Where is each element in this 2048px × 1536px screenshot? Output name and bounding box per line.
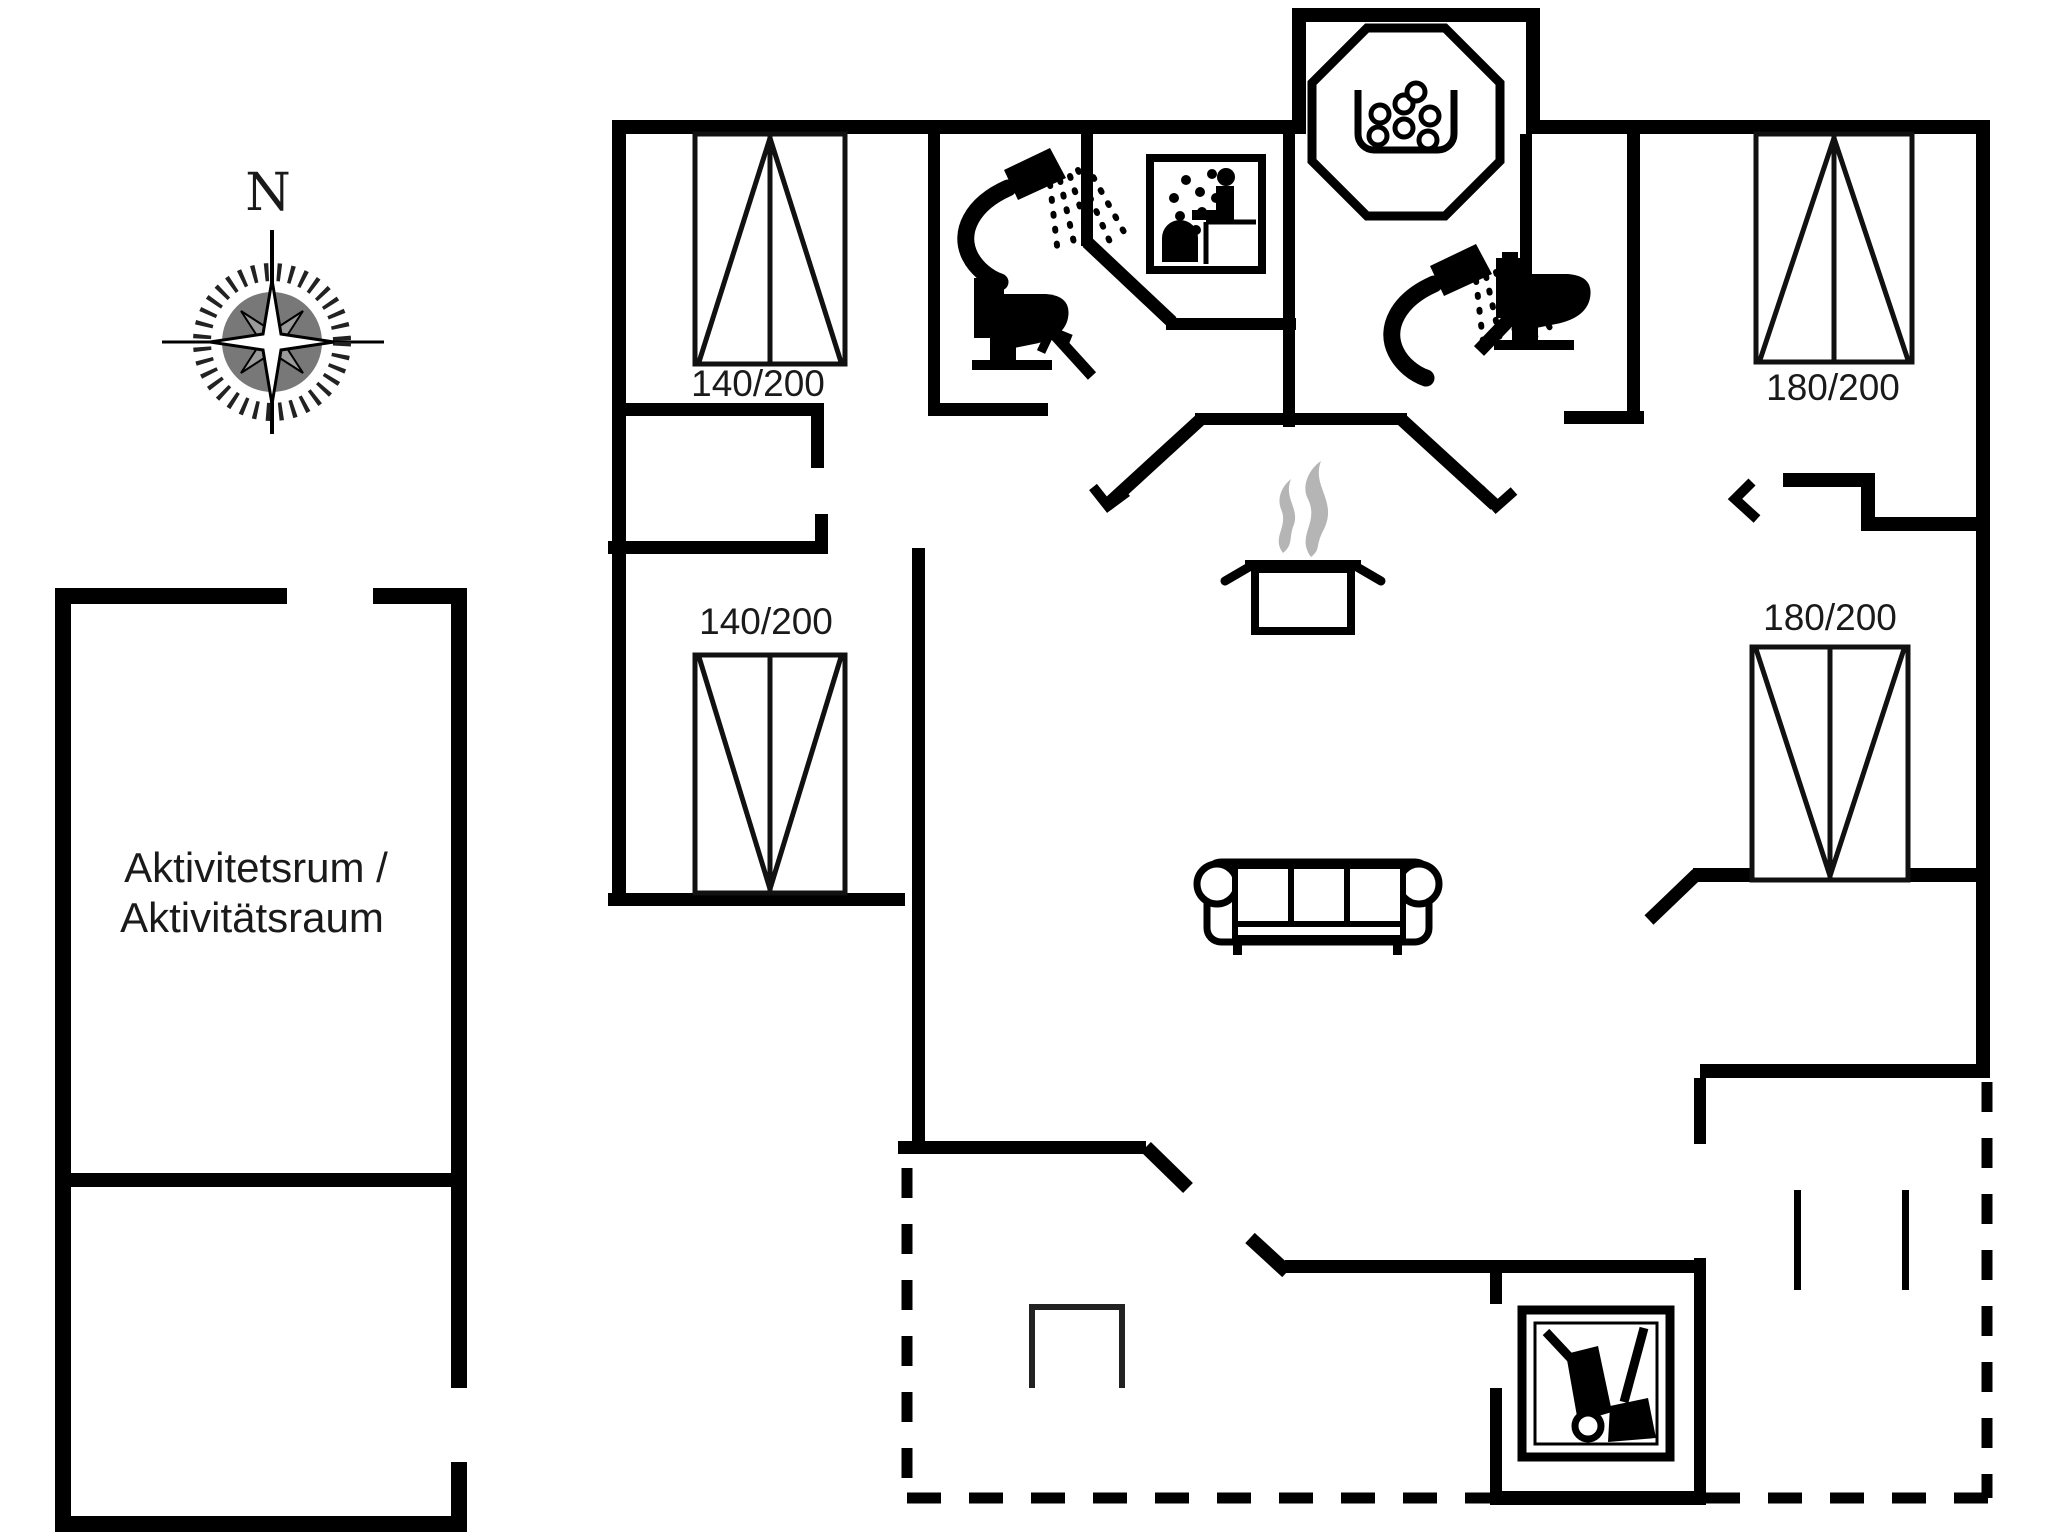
bed-size-label: 140/200 — [691, 363, 825, 404]
toilet-icon — [972, 272, 1069, 370]
bed-top-left: 140/200 — [691, 131, 848, 404]
annex-building: Aktivitetsrum / Aktivitätsraum — [55, 588, 467, 1532]
compass-rose-icon: N — [162, 163, 384, 434]
compass-north-label: N — [245, 163, 291, 223]
activity-room-label-line2: Aktivitätsraum — [120, 894, 384, 941]
terrace-dashed-outline — [901, 1082, 1993, 1504]
bed-size-label: 180/200 — [1766, 367, 1900, 408]
sofa-icon — [1193, 858, 1443, 955]
bed-mid-left: 140/200 — [692, 601, 848, 896]
bed-size-label: 180/200 — [1763, 597, 1897, 638]
hot-tub-icon — [1307, 23, 1505, 221]
terrace-furniture-outline — [1029, 1304, 1125, 1388]
bed-size-label: 140/200 — [699, 601, 833, 642]
cooking-pot-icon — [1220, 461, 1386, 635]
activity-room-label-line1: Aktivitetsrum / — [124, 844, 388, 891]
main-house-outer-walls — [612, 8, 1990, 1078]
bed-mid-right: 180/200 — [1749, 597, 1911, 883]
bed-top-right: 180/200 — [1753, 131, 1915, 408]
toilet-icon — [1494, 252, 1591, 350]
wood-stove-icon — [1517, 1305, 1675, 1462]
sauna-icon — [1146, 154, 1266, 274]
